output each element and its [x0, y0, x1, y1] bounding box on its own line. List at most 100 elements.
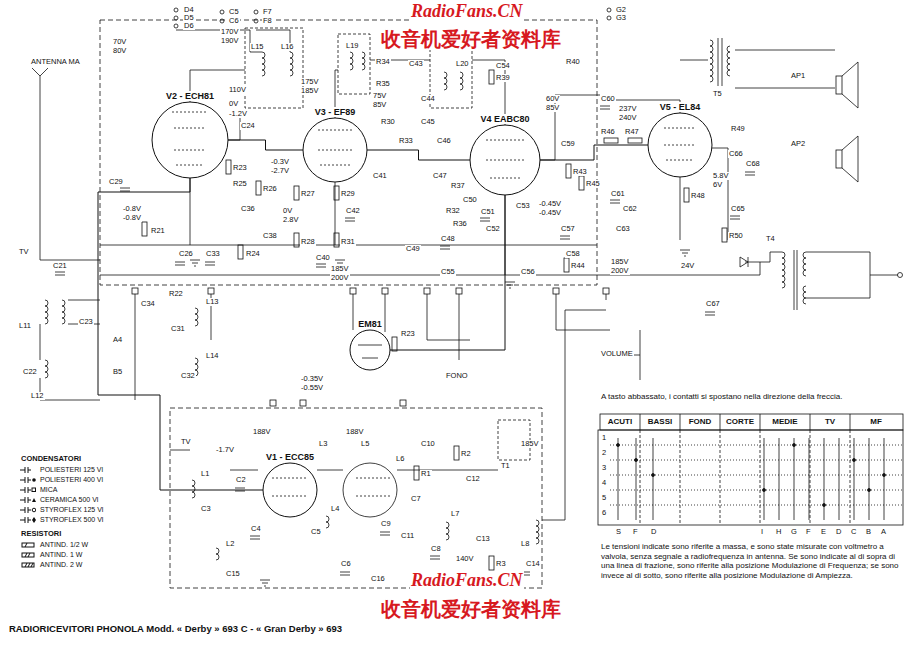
signal-wire: [228, 140, 303, 150]
part-label: R40: [565, 58, 581, 66]
part-label: -1.7V: [215, 446, 235, 454]
tube-internals: [172, 112, 696, 517]
switch-contact: [793, 444, 796, 447]
tube-symbol: V5 - EL84: [647, 102, 713, 178]
tube-envelope: [648, 113, 712, 177]
legend-marker: [25, 553, 27, 557]
part-label: C22: [22, 368, 38, 376]
capacitor-symbol: [560, 106, 740, 239]
power-plug: [870, 252, 898, 298]
legend-sample: [20, 486, 36, 494]
part-label: C62: [622, 205, 638, 213]
chassis-outline: [100, 20, 597, 588]
part-label: 85V: [372, 101, 387, 109]
legend-item: ANTIND. 1/2 W: [20, 541, 89, 549]
part-label: C55: [440, 268, 456, 276]
resistor-symbol: [604, 138, 618, 143]
part-label: 170V: [220, 28, 240, 36]
part-label: VOLUME: [600, 350, 634, 358]
legend-item: MICA: [20, 486, 59, 494]
part-label: -2.7V: [270, 167, 290, 175]
part-label: R21: [150, 227, 166, 235]
part-label: C40: [315, 254, 331, 262]
legend-marker: [28, 563, 30, 567]
terminal-pin: [400, 400, 406, 406]
part-label: 185V: [520, 440, 540, 448]
part-label: C29: [108, 178, 124, 186]
part-label: -0.45V: [538, 209, 562, 217]
tube-envelope: [151, 101, 229, 179]
part-label: B5: [112, 368, 123, 376]
legend-sample: [20, 506, 36, 514]
part-label: -0.35V: [300, 375, 324, 383]
legend-item: STYROFLEX 125 Vl: [20, 506, 104, 514]
part-label: -0.3V: [270, 158, 290, 166]
part-label: D: [835, 528, 842, 536]
coil-symbol: [710, 40, 713, 82]
part-label: L19: [345, 42, 360, 50]
switch-contact: [617, 444, 886, 507]
part-label: L6: [395, 455, 405, 463]
antenna-symbol: [32, 68, 48, 150]
wire: [176, 30, 290, 140]
coil-symbol: [45, 300, 48, 324]
resistor-symbol: [226, 160, 231, 174]
legend-sample: [20, 476, 36, 484]
switch-grid: [640, 430, 850, 525]
tube-internals: [272, 478, 392, 496]
part-label: R2: [460, 450, 472, 458]
terminal-pin: [174, 8, 178, 12]
resistor-symbol: [294, 186, 299, 200]
resistor-symbol: [294, 233, 299, 247]
part-label: 1: [601, 434, 607, 442]
legend-item: POLIESTERI 400 Vl: [20, 476, 104, 484]
part-label: R44: [570, 262, 586, 270]
part-label: R30: [380, 118, 396, 126]
terminal-pin: [607, 16, 611, 20]
wire: [40, 30, 870, 520]
legend-text: STYROFLEX 125 Vl: [39, 506, 104, 514]
part-label: R48: [690, 192, 706, 200]
part-label: C50: [462, 196, 478, 204]
part-label: L14: [205, 352, 220, 360]
switch-contact: [883, 474, 886, 477]
part-label: C5: [228, 8, 240, 16]
part-label: R23: [232, 164, 248, 172]
part-label: R47: [624, 128, 640, 136]
part-label: 3: [601, 464, 607, 472]
part-label: A4: [112, 336, 123, 344]
part-label: 185V: [610, 258, 630, 266]
part-label: C51: [480, 208, 496, 216]
resistor-symbol: [142, 222, 147, 236]
part-label: 80V: [112, 47, 127, 55]
part-label: C16: [370, 575, 386, 583]
part-label: C26: [178, 250, 194, 258]
coil-symbol: [262, 52, 265, 76]
switch-contact: [617, 444, 620, 447]
part-label: C32: [180, 372, 196, 380]
part-label: 2: [601, 449, 607, 457]
tube-symbol: EM81: [349, 319, 391, 371]
part-label: C46: [436, 137, 452, 145]
part-label: R37: [450, 182, 466, 190]
part-label: C11: [400, 532, 415, 540]
part-label: C6: [228, 17, 240, 25]
part-label: R25: [232, 180, 248, 188]
loudspeaker-symbol: [836, 150, 842, 168]
part-label: C23: [78, 318, 94, 326]
part-label: R39: [495, 74, 511, 82]
capacitor-sample: [20, 517, 31, 523]
loudspeaker-symbol: [842, 62, 858, 108]
diagram-title: RADIORICEVITORI PHONOLA Modd. « Derby » …: [8, 624, 343, 634]
part-label: 4: [601, 479, 607, 487]
part-label: 110V: [228, 86, 247, 94]
part-label: C34: [140, 300, 156, 308]
part-label: L13: [205, 298, 220, 306]
part-label: C49: [405, 245, 421, 253]
part-label: L16: [280, 43, 295, 51]
part-label: 2.8V: [282, 216, 299, 224]
tube-envelope: [350, 330, 390, 370]
part-label: FONO: [445, 372, 469, 380]
tube-envelope: [349, 329, 391, 371]
tube-internals: [664, 128, 696, 160]
